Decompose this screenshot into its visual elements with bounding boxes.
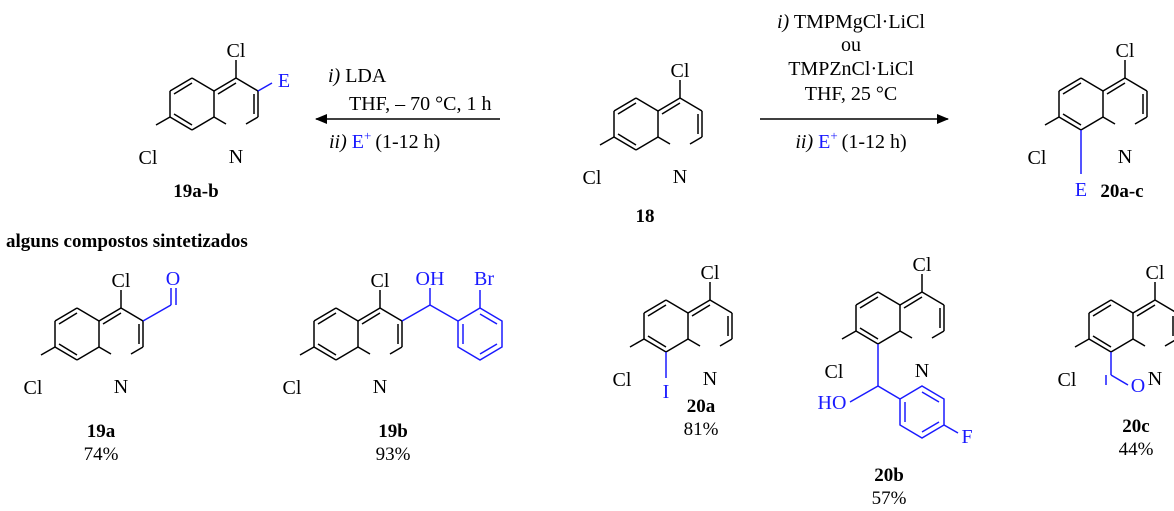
atom-n: N [229, 146, 243, 168]
atom-o: O [1131, 375, 1145, 397]
atom-cl: Cl [701, 262, 720, 284]
atom-cl: Cl [583, 167, 602, 189]
atom-cl: Cl [1116, 40, 1135, 62]
atom-n: N [915, 360, 929, 382]
yield-20c: 44% [1119, 439, 1154, 460]
compound-label-19ab: 19a-b [173, 181, 218, 202]
structure-20b: Cl N Cl HO F [818, 254, 973, 448]
yield-19b: 93% [376, 444, 411, 465]
atom-n: N [673, 166, 687, 188]
atom-i: I [663, 381, 670, 403]
compound-label-20c: 20c [1122, 416, 1149, 437]
atom-cl: Cl [112, 270, 131, 292]
atom-e: E [1075, 179, 1087, 201]
compound-label-19b: 19b [378, 421, 408, 442]
right-step1: i) TMPMgCl·LiCl [777, 11, 925, 33]
yield-20a: 81% [684, 419, 719, 440]
yield-20b: 57% [872, 488, 907, 509]
atom-ho: HO [818, 392, 847, 414]
atom-n: N [703, 368, 717, 390]
atom-cl: Cl [671, 60, 690, 82]
yield-19a: 74% [84, 444, 119, 465]
compound-label-20b: 20b [874, 465, 904, 486]
right-alt-reagent: TMPZnCl·LiCl [788, 58, 914, 80]
compound-label-19a: 19a [87, 421, 116, 442]
section-title: alguns compostos sintetizados [6, 231, 248, 252]
atom-cl: Cl [227, 40, 246, 62]
right-or: ou [841, 34, 861, 56]
structure-19b: Cl N Cl OH Br [283, 268, 503, 399]
atom-cl: Cl [1058, 369, 1077, 391]
atom-cl: Cl [371, 270, 390, 292]
atom-cl: Cl [139, 147, 158, 169]
structure-19ab: Cl N Cl E [139, 40, 291, 169]
atom-o: O [166, 268, 180, 290]
atom-e: E [278, 70, 290, 92]
compound-label-20a: 20a [687, 396, 716, 417]
structure-18: Cl N Cl [583, 60, 703, 189]
left-step1: i) LDA [328, 65, 387, 87]
atom-cl: Cl [913, 254, 932, 276]
atom-cl: Cl [1028, 147, 1047, 169]
atom-cl: Cl [613, 369, 632, 391]
atom-cl: Cl [24, 377, 43, 399]
atom-cl: Cl [283, 377, 302, 399]
compound-label-20ac: 20a-c [1100, 181, 1143, 202]
atom-br: Br [474, 268, 494, 290]
left-conditions: THF, – 70 °C, 1 h [349, 93, 492, 115]
atom-oh: OH [416, 268, 445, 290]
compound-label-18: 18 [636, 206, 655, 227]
atom-f: F [961, 426, 972, 448]
structure-20ac: Cl N Cl E [1028, 40, 1148, 201]
right-conditions: THF, 25 °C [805, 83, 898, 105]
atom-cl: Cl [825, 361, 844, 383]
atom-cl: Cl [1146, 262, 1165, 284]
atom-n: N [1118, 146, 1132, 168]
structure-20a: Cl N Cl I [613, 262, 733, 403]
atom-n: N [114, 376, 128, 398]
atom-n: N [373, 376, 387, 398]
left-step2: ii) E+(1-12 h) [329, 128, 440, 153]
atom-n: N [1148, 368, 1162, 390]
structure-20c: Cl N Cl O [1058, 262, 1174, 397]
structure-19a: Cl N Cl O [24, 268, 181, 399]
right-step2: ii) E+(1-12 h) [795, 128, 906, 153]
